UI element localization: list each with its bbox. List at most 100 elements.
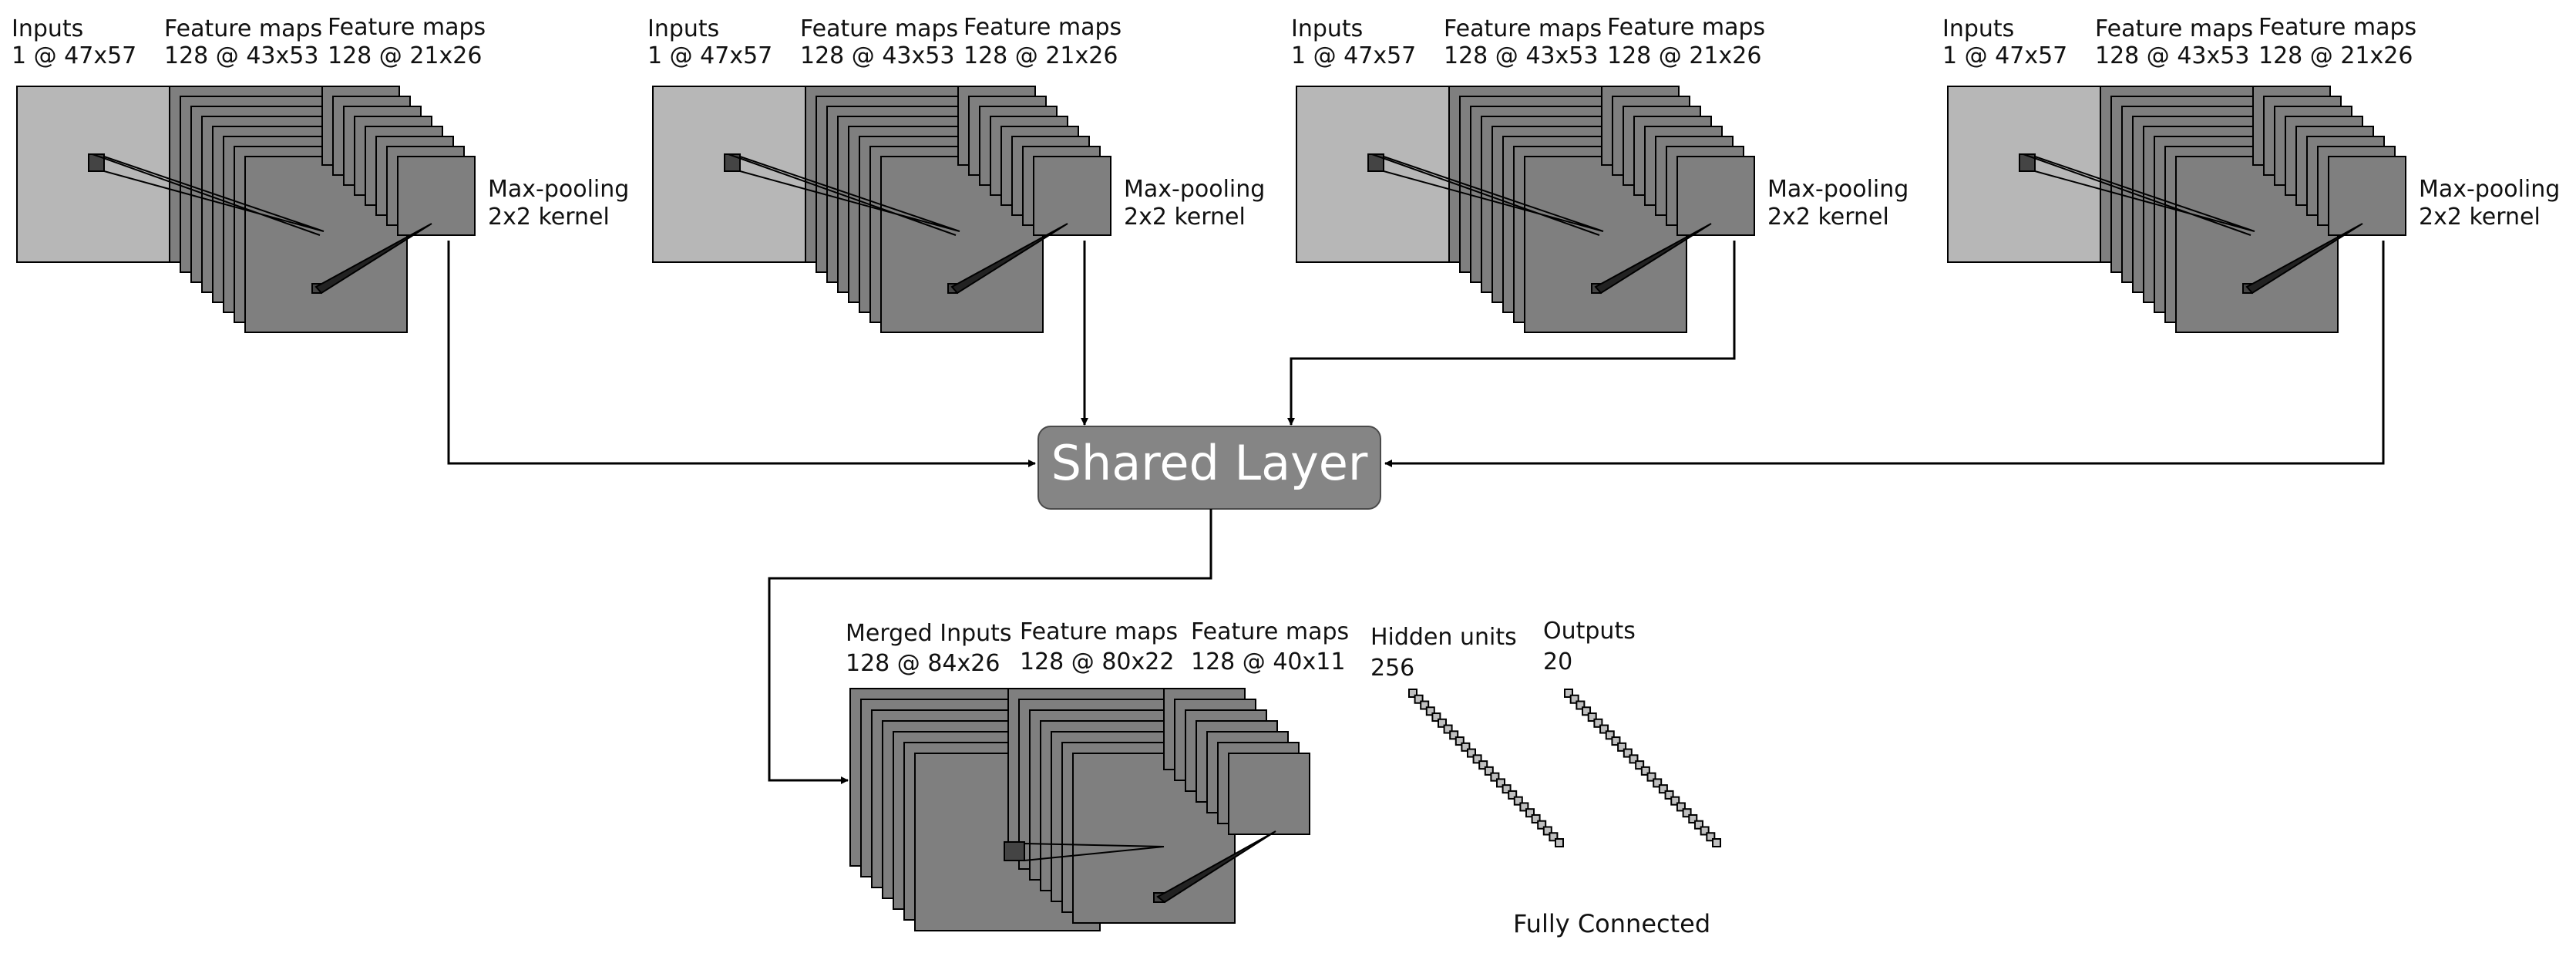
- max-pooling-title: Max-pooling: [1124, 176, 1265, 203]
- connector-branch-4: [1384, 241, 2385, 467]
- hidden-unit: [1443, 724, 1453, 734]
- merged-inputs-dims: 128 @ 84x26: [846, 650, 1000, 677]
- hidden-unit: [1431, 712, 1441, 722]
- hidden-unit: [1513, 796, 1523, 806]
- output-unit: [1564, 689, 1573, 698]
- max-pooling-title: Max-pooling: [2419, 176, 2560, 203]
- inputs-dims: 1 @ 47x57: [1291, 42, 1416, 69]
- pool-maps-dims: 128 @ 21x26: [2258, 42, 2413, 69]
- conv-maps-dims: 128 @ 43x53: [164, 42, 318, 69]
- output-unit: [1658, 784, 1668, 794]
- projection-wedge: [314, 223, 432, 295]
- merged-inputs-title: Merged Inputs: [846, 620, 1012, 647]
- output-unit: [1629, 754, 1639, 764]
- output-unit: [1599, 724, 1609, 734]
- shared-layer-box: [1037, 426, 1381, 510]
- hidden-unit: [1438, 718, 1447, 728]
- output-unit: [1640, 766, 1650, 776]
- output-unit: [1587, 712, 1597, 722]
- connector-branch-3: [1287, 241, 1736, 426]
- output-unit: [1593, 718, 1603, 728]
- max-pooling-kernel: 2x2 kernel: [488, 204, 610, 231]
- pool-maps-dims: 128 @ 21x26: [963, 42, 1118, 69]
- hidden-unit: [1519, 802, 1529, 812]
- hidden-unit: [1454, 736, 1465, 746]
- output-unit: [1700, 826, 1710, 836]
- hidden-unit: [1555, 838, 1564, 847]
- hidden-unit: [1408, 689, 1417, 698]
- branch-2-graphics: [652, 86, 1111, 333]
- max-pooling-kernel: 2x2 kernel: [2419, 204, 2541, 231]
- input-plane: [1296, 86, 1458, 263]
- conv-maps-dims: 128 @ 43x53: [1444, 42, 1598, 69]
- max-pooling-title: Max-pooling: [1767, 176, 1908, 203]
- output-unit: [1605, 730, 1615, 740]
- hidden-units-title: Hidden units: [1370, 624, 1517, 651]
- output-unit: [1653, 778, 1663, 788]
- inputs-dims: 1 @ 47x57: [647, 42, 772, 69]
- output-unit: [1712, 838, 1721, 847]
- hidden-unit: [1531, 813, 1541, 823]
- shared-layer-label: Shared Layer: [1051, 435, 1368, 491]
- merged-pool-map: [1228, 753, 1310, 835]
- conv-maps-dims: 128 @ 43x53: [800, 42, 954, 69]
- outputs-title: Outputs: [1543, 618, 1636, 645]
- projection-wedge: [1594, 223, 1712, 295]
- pool-maps-title: Feature maps: [328, 14, 486, 41]
- hidden-unit: [1549, 832, 1559, 842]
- output-unit: [1646, 772, 1656, 782]
- projection-lines: [739, 155, 960, 232]
- output-unit: [1688, 813, 1698, 823]
- output-unit: [1664, 790, 1674, 800]
- branch-1: Inputs 1 @ 47x57 Feature maps 128 @ 43x5…: [12, 14, 629, 333]
- hidden-units-count: 256: [1370, 655, 1414, 682]
- input-plane: [16, 86, 178, 263]
- max-pooling-kernel: 2x2 kernel: [1767, 204, 1889, 231]
- input-plane: [1947, 86, 2109, 263]
- branch-3-graphics: [1296, 86, 1755, 333]
- output-unit: [1623, 748, 1633, 758]
- output-unit: [1693, 820, 1703, 830]
- conv-maps-title: Feature maps: [800, 15, 958, 42]
- hidden-unit: [1449, 730, 1459, 740]
- hidden-unit: [1537, 820, 1547, 830]
- pool-maps-title: Feature maps: [2258, 14, 2416, 41]
- branch-4: Inputs 1 @ 47x57 Feature maps 128 @ 43x5…: [1942, 14, 2560, 333]
- merged-projection: [1024, 842, 1165, 862]
- branch-1-graphics: [16, 86, 476, 333]
- output-unit: [1676, 802, 1686, 812]
- hidden-unit: [1420, 700, 1430, 710]
- max-pooling-kernel: 2x2 kernel: [1124, 204, 1246, 231]
- output-unit: [1617, 742, 1627, 752]
- inputs-title: Inputs: [1942, 15, 2014, 42]
- hidden-unit: [1467, 748, 1476, 758]
- connector-shared-to-merged: [768, 509, 1212, 784]
- output-unit: [1611, 736, 1621, 746]
- inputs-title: Inputs: [647, 15, 719, 42]
- fully-connected-label: Fully Connected: [1513, 909, 1710, 938]
- hidden-unit: [1490, 772, 1500, 782]
- output-unit: [1582, 706, 1592, 716]
- hidden-unit: [1414, 694, 1424, 704]
- projection-lines: [2034, 155, 2255, 232]
- hidden-unit: [1542, 826, 1552, 836]
- projection-line: [728, 153, 957, 236]
- hidden-unit: [1484, 766, 1494, 776]
- merged-pool-title: Feature maps: [1191, 618, 1349, 645]
- merged-conv-title: Feature maps: [1020, 618, 1178, 645]
- pool-feature-map: [2328, 156, 2406, 236]
- conv-maps-dims: 128 @ 43x53: [2095, 42, 2249, 69]
- merged-graphics: [849, 688, 1721, 931]
- connectors-top: [447, 241, 2385, 467]
- hidden-unit: [1478, 760, 1488, 770]
- pool-feature-map: [397, 156, 476, 236]
- projection-lines: [103, 155, 325, 232]
- inputs-title: Inputs: [1291, 15, 1363, 42]
- projection-lines: [1383, 155, 1604, 232]
- max-pooling-title: Max-pooling: [488, 176, 629, 203]
- merged-conv-dims: 128 @ 80x22: [1020, 648, 1174, 675]
- merged-projection-wedge: [1156, 830, 1276, 904]
- output-unit: [1635, 760, 1645, 770]
- projection-wedge: [950, 223, 1068, 295]
